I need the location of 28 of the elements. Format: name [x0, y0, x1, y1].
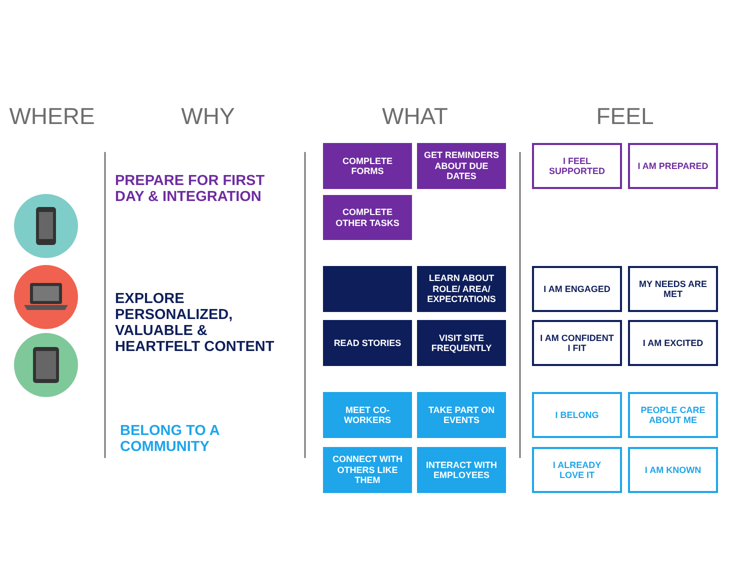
feeling-box: I AM KNOWN [628, 447, 718, 493]
column-heading: FEEL [595, 103, 655, 130]
feeling-box: MY NEEDS ARE MET [628, 266, 718, 312]
action-box: COMPLETE OTHER TASKS [323, 195, 412, 240]
action-box: MEET CO-WORKERS [323, 392, 412, 438]
goal-text: BELONG TO A COMMUNITY [120, 423, 220, 455]
feeling-box: I ALREADY LOVE IT [532, 447, 622, 493]
column-heading: WHY [180, 103, 236, 130]
action-box [323, 266, 412, 312]
action-box: TAKE PART ON EVENTS [417, 392, 506, 438]
action-box: GET REMINDERS ABOUT DUE DATES [417, 143, 506, 189]
goal-text: EXPLORE PERSONALIZED, VALUABLE & HEARTFELT CONTENT [115, 291, 276, 355]
action-box: INTERACT WITH EMPLOYEES [417, 447, 506, 493]
action-box: VISIT SITE FREQUENTLY [417, 320, 506, 366]
feeling-box: PEOPLE CARE ABOUT ME [628, 392, 718, 438]
column-heading: WHAT [380, 103, 449, 130]
action-box: READ STORIES [323, 320, 412, 366]
action-box: LEARN ABOUT ROLE/ AREA/ EXPECTATIONS [417, 266, 506, 312]
feeling-box: I AM EXCITED [628, 320, 718, 366]
action-box: COMPLETE FORMS [323, 143, 412, 189]
feeling-box: I BELONG [532, 392, 622, 438]
goal-text: PREPARE FOR FIRST DAY & INTEGRATION [115, 173, 266, 205]
feeling-box: I AM CONFIDENT I FIT [532, 320, 622, 366]
action-box: CONNECT WITH OTHERS LIKE THEM [323, 447, 412, 493]
column-heading: WHERE [8, 103, 96, 130]
feeling-box: I FEEL SUPPORTED [532, 143, 622, 189]
feeling-box: I AM PREPARED [628, 143, 718, 189]
feeling-box: I AM ENGAGED [532, 266, 622, 312]
